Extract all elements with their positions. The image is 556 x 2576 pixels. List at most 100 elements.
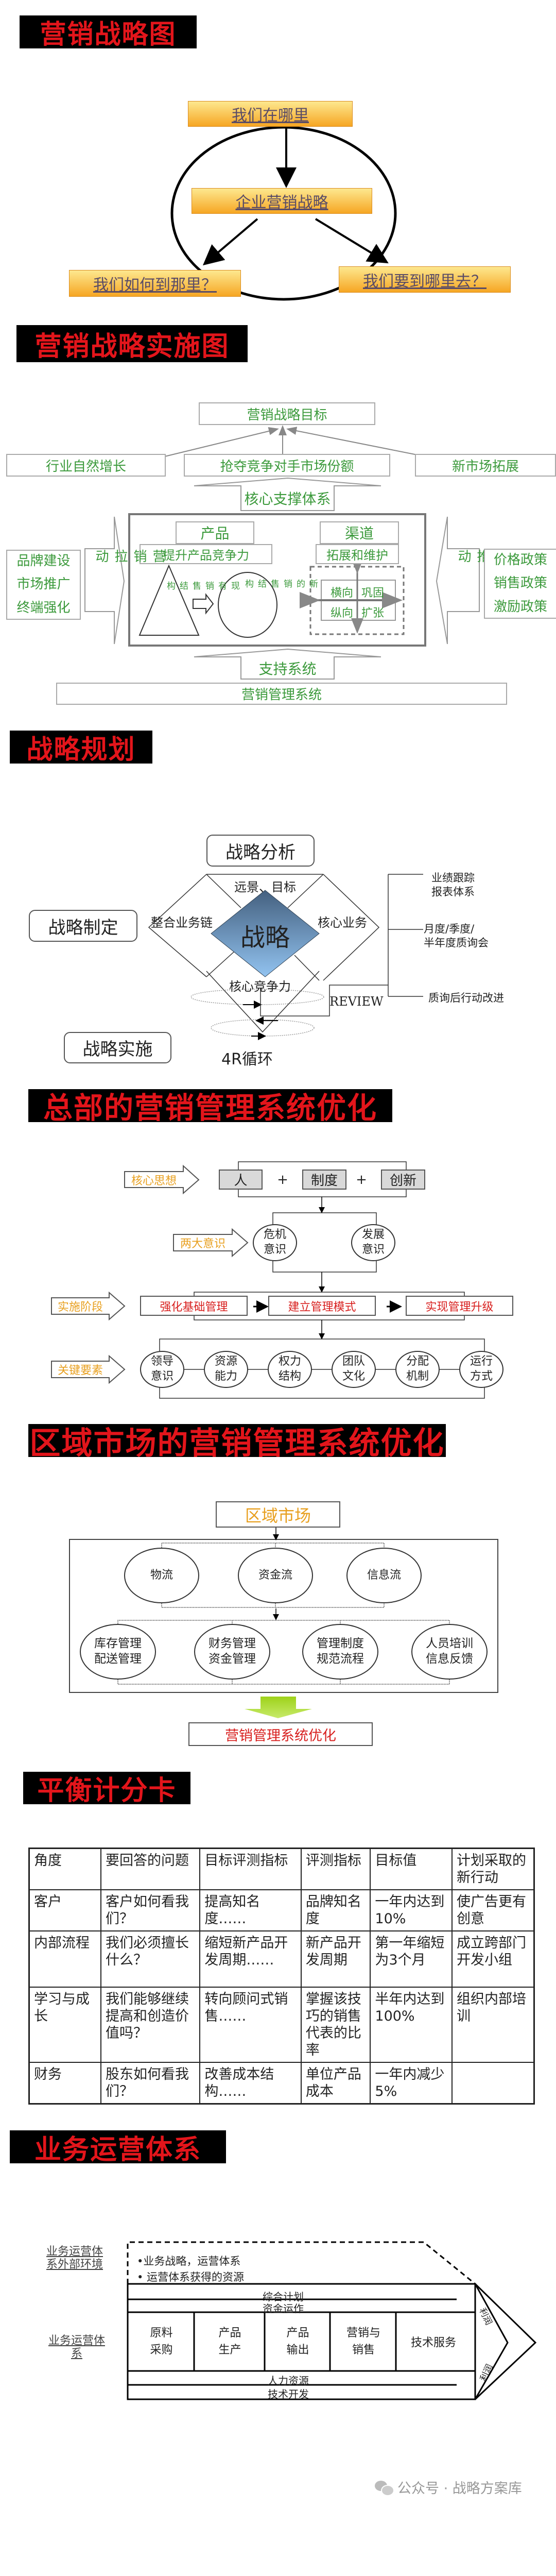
how-to-get-there-box: 我们如何到那里？ (69, 270, 241, 297)
strategy-goal-box: 营销战略目标 (199, 402, 375, 425)
table-cell: 目标评测指标 (199, 1848, 302, 1890)
enterprise-strategy-box: 企业营销战略 (192, 188, 372, 214)
table-cell: 第一年缩短为3个月 (370, 1930, 453, 1988)
support-system-label: 支持系统 (258, 660, 317, 677)
row-label-core-idea: 核心思想 (131, 1174, 177, 1188)
wechat-icon (375, 2480, 394, 2496)
chain-step: 产品 输出 (286, 2327, 309, 2357)
push-item: 激励政策 (493, 599, 547, 615)
stage-arrow (51, 1291, 126, 1321)
source-box: 新市场拓展 (415, 454, 556, 477)
hollow-arrow (193, 593, 214, 615)
row-label-stage: 实施阶段 (57, 1301, 103, 1314)
band-finance: 资金运作 (263, 2302, 304, 2315)
flow-circle: 信息流 (346, 1548, 422, 1603)
section-title: 总部的营销管理系统优化 (28, 1089, 392, 1125)
channel-box: 渠道 (320, 521, 399, 544)
table-cell: 品牌知名度 (300, 1889, 371, 1931)
push-items-box: 价格政策 销售政策 激励政策 (484, 549, 556, 619)
arrow-up-right (286, 427, 426, 457)
push-arrow (436, 516, 480, 645)
flow-circle: 物流 (124, 1548, 199, 1603)
mgmt-circle: 人员培训 信息反馈 (411, 1624, 488, 1680)
env-bullet: •业务战略，运营体系 (137, 2255, 241, 2267)
table-cell: 客户如何看我们？ (100, 1889, 201, 1931)
table-cell: 内部流程 (28, 1930, 101, 1988)
channel-sub-box: 拓展和维护 (316, 544, 399, 564)
table-cell: 计划采取的新行动 (451, 1848, 535, 1890)
existing-structure-label: 现有销售结构 (165, 581, 239, 590)
table-cell (451, 2062, 535, 2105)
push-item: 价格政策 (493, 552, 547, 568)
table-cell: 转向顾问式销售…… (199, 1987, 302, 2063)
section-title: 营销战略图 (20, 15, 197, 50)
product-sub-box: 提升产品竞争力 (140, 544, 272, 564)
stage-box: 建立管理模式 (268, 1296, 376, 1316)
quad-expand: 扩张 (361, 607, 385, 620)
where-are-we-box: 我们在哪里 (188, 101, 353, 127)
table-cell: 使广告更有创意 (451, 1889, 535, 1931)
push-item: 销售政策 (493, 575, 547, 591)
key-element-circle: 领导 意识 (140, 1351, 184, 1388)
regional-market-box: 区域市场 (216, 1501, 340, 1528)
tracking-label: 业绩跟踪 报表体系 (431, 872, 475, 899)
review-loop (260, 985, 388, 1016)
table-cell: 组织内部培训 (451, 1987, 535, 2063)
row-label-elements: 关键要素 (57, 1364, 103, 1377)
table-cell: 掌握该技巧的销售代表的比率 (300, 1987, 371, 2063)
circle-shape (218, 572, 277, 638)
chain-step: 原料 采购 (150, 2327, 173, 2357)
section-title: 区域市场的营销管理系统优化 (28, 1424, 446, 1462)
row-label-awareness: 两大意识 (180, 1238, 225, 1250)
external-env-label: 业务运营体系外部环境 (46, 2245, 103, 2272)
env-dashed-outline (127, 2241, 476, 2285)
env-bullet: • 运营体系获得的资源 (137, 2271, 245, 2283)
table-cell: 新产品开发周期 (300, 1930, 371, 1988)
mgmt-circle: 财务管理 资金管理 (194, 1624, 270, 1680)
band-planning: 综合计划 (263, 2290, 304, 2303)
stage-box: 实现管理升级 (406, 1296, 513, 1316)
elements-arrow (51, 1354, 126, 1384)
section-title: 战略规划 (10, 731, 152, 765)
section-title: 营销战略实施图 (16, 325, 248, 362)
cycle-ellipse-1 (190, 989, 324, 1005)
ops-system-label: 业务运营体系 (48, 2334, 105, 2361)
table-cell: 改善成本结构…… (199, 2062, 302, 2105)
chain-step: 营销与 销售 (346, 2327, 380, 2357)
crisis-awareness-circle: 危机 意识 (253, 1224, 297, 1261)
table-cell: 角度 (28, 1848, 101, 1890)
table-cell: 一年内达到10% (370, 1889, 453, 1931)
quad-consolidate: 巩固 (361, 587, 385, 600)
table-cell: 半年内达到100% (370, 1987, 453, 2063)
review-bracket (388, 874, 423, 997)
core-support-arrow (194, 477, 381, 511)
vision-label: 远景、目标 (234, 879, 296, 894)
where-to-go-box: 我们要到哪里去？ (339, 266, 511, 293)
pull-arrow (84, 516, 125, 645)
table-row: 学习与成长我们能够继续提高和创造价值吗？转向顾问式销售……掌握该技巧的销售代表的… (28, 1987, 535, 2063)
cycle-ellipse (170, 126, 397, 301)
table-cell: 目标值 (370, 1848, 453, 1890)
arrow-left (202, 218, 258, 266)
band-tech-dev: 技术开发 (268, 2387, 309, 2400)
core-idea-arrow (124, 1164, 200, 1195)
strategy-formulation-box: 战略制定 (29, 910, 137, 942)
region-frame (69, 1539, 498, 1693)
awareness-arrow (173, 1228, 249, 1258)
key-element-circle: 资源 能力 (204, 1351, 248, 1388)
pull-item: 终端强化 (16, 600, 71, 616)
table-cell: 一年内减少5% (370, 2062, 453, 2105)
integrate-label: 整合业务链 (151, 915, 213, 930)
marketing-pull-label: 营销拉动 (93, 549, 166, 566)
main-frame (128, 513, 426, 647)
flow-circle: 资金流 (238, 1548, 313, 1603)
watermark: 公众号 · 战略方案库 (375, 2477, 522, 2497)
key-element-circle: 分配 机制 (395, 1351, 440, 1388)
table-cell: 我们必须擅长什么？ (100, 1930, 201, 1988)
table-header-row: 角度要回答的问题目标评测指标评测指标目标值计划采取的新行动 (28, 1848, 535, 1890)
new-structure-label: 新的销售结构 (243, 579, 318, 588)
core-competence-label: 核心竞争力 (229, 979, 291, 994)
table-cell: 评测指标 (300, 1848, 371, 1890)
pull-items-box: 品牌建设 市场推广 终端强化 (6, 550, 81, 620)
core-innovation: 创新 (381, 1170, 425, 1190)
